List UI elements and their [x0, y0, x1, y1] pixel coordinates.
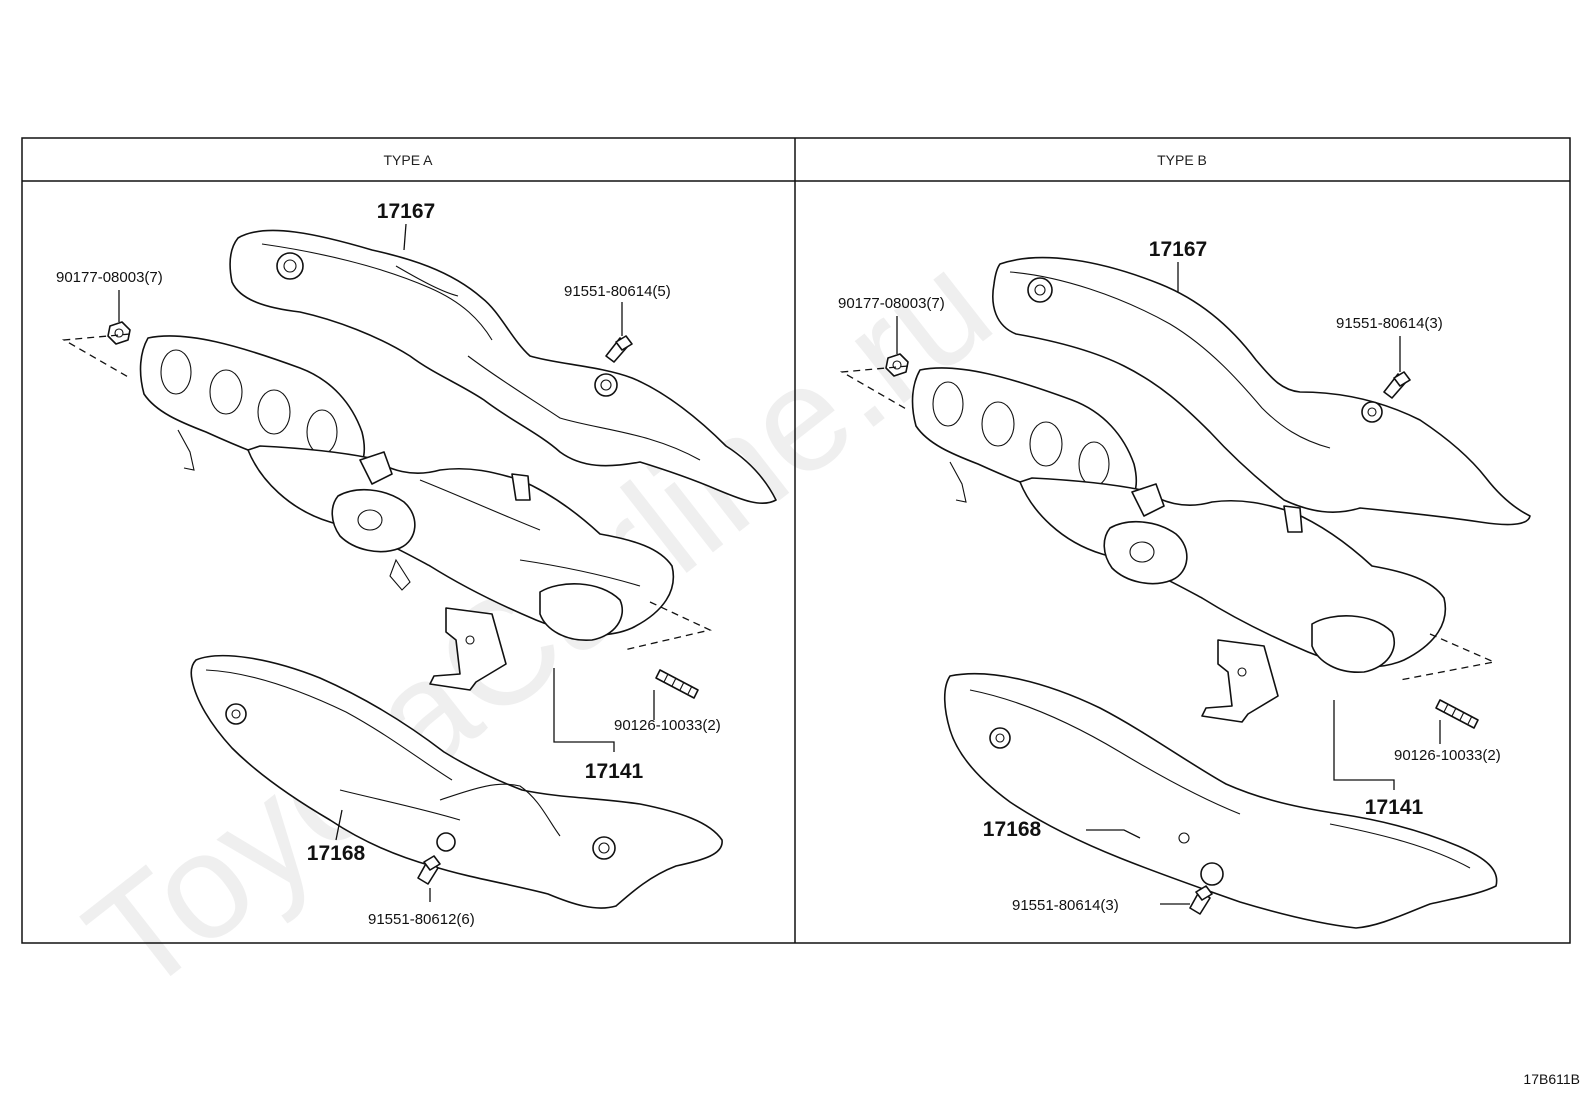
type-b-top-bolt-icon [1383, 371, 1411, 399]
type-b-manifold-drawing [911, 367, 1447, 723]
type-a-stud-label: 90126-10033(2) [614, 717, 721, 734]
type-a-manifold-label: 17141 [585, 760, 644, 783]
type-a-top-bolt-icon [605, 335, 633, 363]
type-a-lower-insulator-label: 17168 [307, 842, 366, 865]
type-b-nut-icon [885, 353, 909, 377]
type-a-manifold-drawing [139, 335, 675, 691]
type-b-stud-icon [1435, 699, 1479, 729]
type-a-bolt-bottom-label: 91551-80612(6) [368, 911, 475, 928]
type-a-lower-insulator-drawing [190, 654, 723, 909]
type-b-stud-label: 90126-10033(2) [1394, 747, 1501, 764]
type-b-upper-insulator-drawing [992, 256, 1531, 526]
type-b-upper-insulator-label: 17167 [1149, 238, 1207, 261]
type-b-panel: 17167 90177-08003(7) 91551-80614(3) 9012… [838, 238, 1531, 929]
type-b-header: TYPE B [1157, 152, 1207, 168]
type-b-bottom-bolt-icon [1189, 885, 1213, 915]
type-b-manifold-label: 17141 [1365, 796, 1424, 819]
type-a-upper-insulator-label: 17167 [377, 200, 435, 223]
type-a-nut-icon [107, 321, 131, 345]
table-frame [21, 137, 1571, 944]
type-b-nut-label: 90177-08003(7) [838, 295, 945, 312]
type-a-bolt-top-label: 91551-80614(5) [564, 283, 671, 300]
type-a-stud-icon [655, 669, 699, 699]
type-b-bolt-bottom-label: 91551-80614(3) [1012, 897, 1119, 914]
type-a-panel: 17167 90177-08003(7) 91551-80614(5) 9012… [56, 200, 777, 928]
type-a-bottom-bolt-icon [417, 855, 441, 885]
type-a-nut-label: 90177-08003(7) [56, 269, 163, 286]
type-b-bolt-top-label: 91551-80614(3) [1336, 315, 1443, 332]
type-a-header: TYPE A [383, 152, 433, 168]
type-b-lower-insulator-label: 17168 [983, 818, 1042, 841]
type-b-lower-insulator-drawing [943, 673, 1498, 929]
diagram-code: 17B611B [1523, 1071, 1580, 1087]
type-a-upper-insulator-drawing [229, 229, 777, 505]
